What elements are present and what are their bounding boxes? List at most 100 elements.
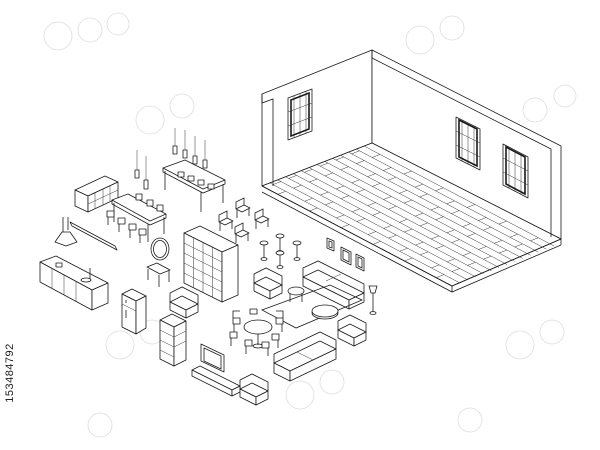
floor-plank-line (324, 161, 515, 262)
floor-plank-joint (431, 235, 440, 240)
floor-plank-joint (514, 243, 523, 248)
floor-plank-joint (462, 223, 471, 227)
floor-plank-joint (340, 166, 349, 170)
floor-plank-joint (372, 183, 381, 187)
bar-stools (259, 233, 302, 269)
floor-plank-joint (372, 154, 381, 158)
floor-plank-joint (367, 202, 376, 206)
window (287, 88, 313, 141)
floor-plank-joint (419, 222, 428, 227)
floor-plank-line (340, 155, 531, 256)
floor-plank-joint (404, 257, 413, 262)
floor-plank-joint (451, 239, 460, 243)
floor-plank-joint (387, 176, 397, 181)
floor-plank-joint (324, 172, 333, 177)
floor-plank-joint (304, 169, 313, 173)
armchair (169, 286, 199, 319)
floor-plank-line (332, 158, 523, 259)
floor-plank-joint (351, 208, 361, 213)
armchair (337, 314, 367, 347)
bar-chairs (177, 171, 215, 190)
floor-plank-line (348, 151, 539, 253)
small-table (146, 262, 171, 287)
tv-stand (191, 365, 241, 397)
floor-plank-joint (399, 190, 408, 194)
floor-plank-joint (498, 249, 507, 254)
floor-plank-joint (462, 252, 471, 256)
floor-plank-joint (288, 175, 297, 179)
window (455, 116, 481, 171)
floor-plank-joint (467, 262, 476, 266)
floor-plank-joint (277, 191, 286, 195)
floor-plank-joint (341, 224, 350, 228)
coffee-table (261, 284, 363, 329)
floor-plank-line (301, 170, 492, 271)
floor-plank-joint (325, 201, 334, 206)
isometric-room (261, 49, 562, 293)
floor-plank-joint (336, 214, 345, 219)
floor-plank-joint (435, 187, 444, 192)
tv (200, 343, 225, 373)
cube-shelf (183, 272, 223, 293)
floor-plank-joint (494, 240, 503, 244)
stock-id-label: 153484792 (2, 318, 18, 428)
floor-plank-joint (420, 251, 429, 256)
floor-plank-joint (414, 183, 423, 188)
floor-plank-joint (372, 212, 381, 216)
chairs (106, 193, 164, 243)
cube-shelf (183, 252, 223, 273)
floor-plank-line (269, 182, 460, 284)
window (502, 143, 529, 199)
kitchen-counter (39, 255, 109, 311)
floor-plank-joint (451, 210, 460, 214)
shelving-unit (159, 313, 187, 367)
floor-plank-joint (446, 229, 455, 234)
floor-plank-joint (383, 196, 392, 200)
floor-plank-line (309, 167, 500, 268)
floor-plank-joint (435, 245, 444, 249)
floor-plank-joint (356, 218, 365, 222)
floor-plank-joint (419, 193, 428, 198)
floor-planks (269, 145, 555, 284)
floor-plank-joint (340, 195, 349, 199)
floor-plank-joint (320, 162, 329, 167)
floor-plank-joint (482, 226, 492, 231)
floor-plank-line (277, 179, 468, 281)
floor-plank-joint (351, 179, 360, 184)
floor-plank-line (316, 164, 508, 265)
floor-plank-joint (467, 204, 476, 208)
floor-plank-joint (383, 167, 392, 171)
floor-plank-joint (356, 189, 365, 193)
floor-plank-joint (388, 205, 397, 210)
floor-plank-joint (367, 231, 376, 235)
floor-plank-joint (403, 199, 412, 204)
room-wall-top-edge (261, 94, 274, 186)
dining-table (106, 193, 167, 243)
range-hood (54, 217, 118, 251)
floor-plank-joint (272, 181, 281, 185)
floor-lamp (368, 285, 378, 315)
floor-plank-line (285, 176, 476, 278)
floor-plank-joint (415, 212, 424, 217)
floor-plank-joint (483, 255, 492, 260)
pendant-lamps (134, 128, 208, 190)
floor-plank-joint (446, 200, 455, 205)
floor-plank-joint (404, 228, 413, 233)
armchair (253, 267, 283, 300)
floor-plank-line (364, 145, 555, 247)
floor-plank-joint (478, 217, 487, 221)
floor-plank-joint (336, 185, 345, 190)
chairs (229, 308, 284, 356)
floor-plank-joint (304, 197, 313, 202)
floor-plank-joint (498, 220, 507, 225)
sofa (273, 331, 337, 382)
cube-shelf (183, 242, 223, 263)
sofa (302, 260, 365, 310)
floor-plank-joint (372, 241, 381, 245)
floor-plank-joint (467, 233, 476, 237)
cube-grid (183, 237, 223, 298)
chairs (218, 197, 270, 243)
floor-plank-joint (320, 191, 329, 196)
floor-plank-joint (431, 264, 440, 269)
